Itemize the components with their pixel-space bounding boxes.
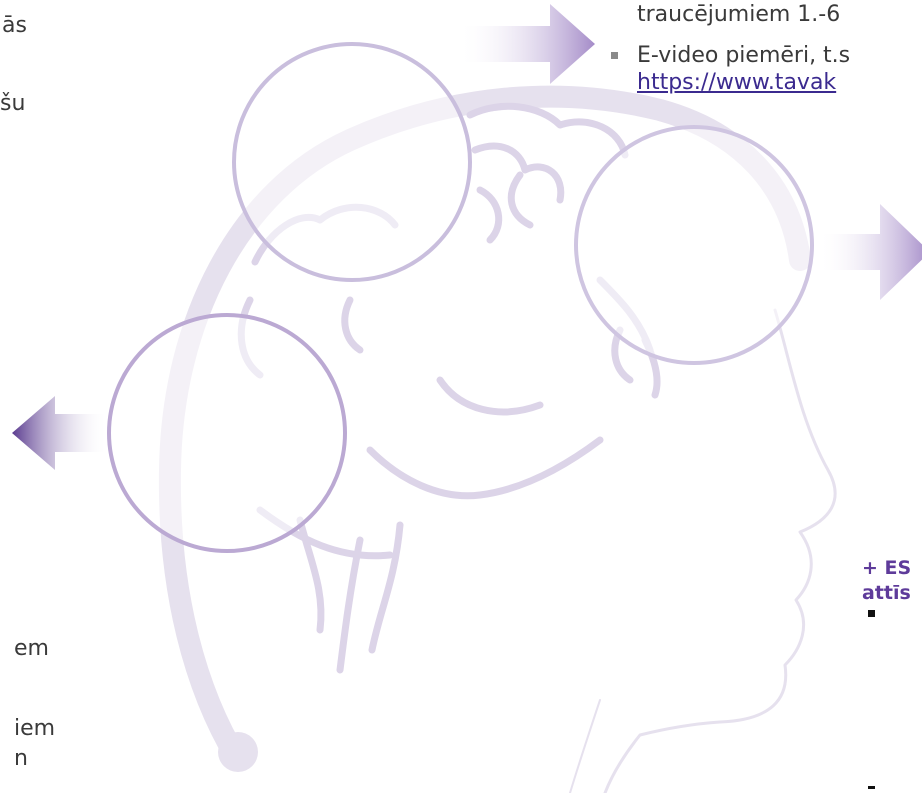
spine-knob (218, 732, 258, 772)
top-right-line-2: E-video piemēri, t.s (637, 43, 851, 68)
bullet-gray (611, 52, 618, 59)
right-heading-1: + ES (862, 557, 912, 579)
circle-top (232, 42, 472, 282)
arrow-right-middle (818, 204, 922, 300)
left-fragment-3: em (14, 636, 49, 661)
circle-right (574, 125, 814, 365)
bullet-black (868, 610, 875, 617)
left-fragment-4: iem (14, 716, 56, 741)
right-heading-2: attīs (862, 582, 911, 604)
tavak-link[interactable]: https://www.tavak (637, 70, 837, 95)
bullet-black-2 (868, 786, 875, 789)
circle-left (107, 313, 347, 553)
left-fragment-2: šu (0, 91, 26, 116)
top-right-line-1: traucējumiem 1.-6 (637, 2, 841, 27)
arrow-right-top (458, 4, 595, 84)
left-fragment-1: ās (2, 13, 27, 38)
left-fragment-5: n (14, 746, 28, 771)
arrow-left (12, 396, 108, 470)
